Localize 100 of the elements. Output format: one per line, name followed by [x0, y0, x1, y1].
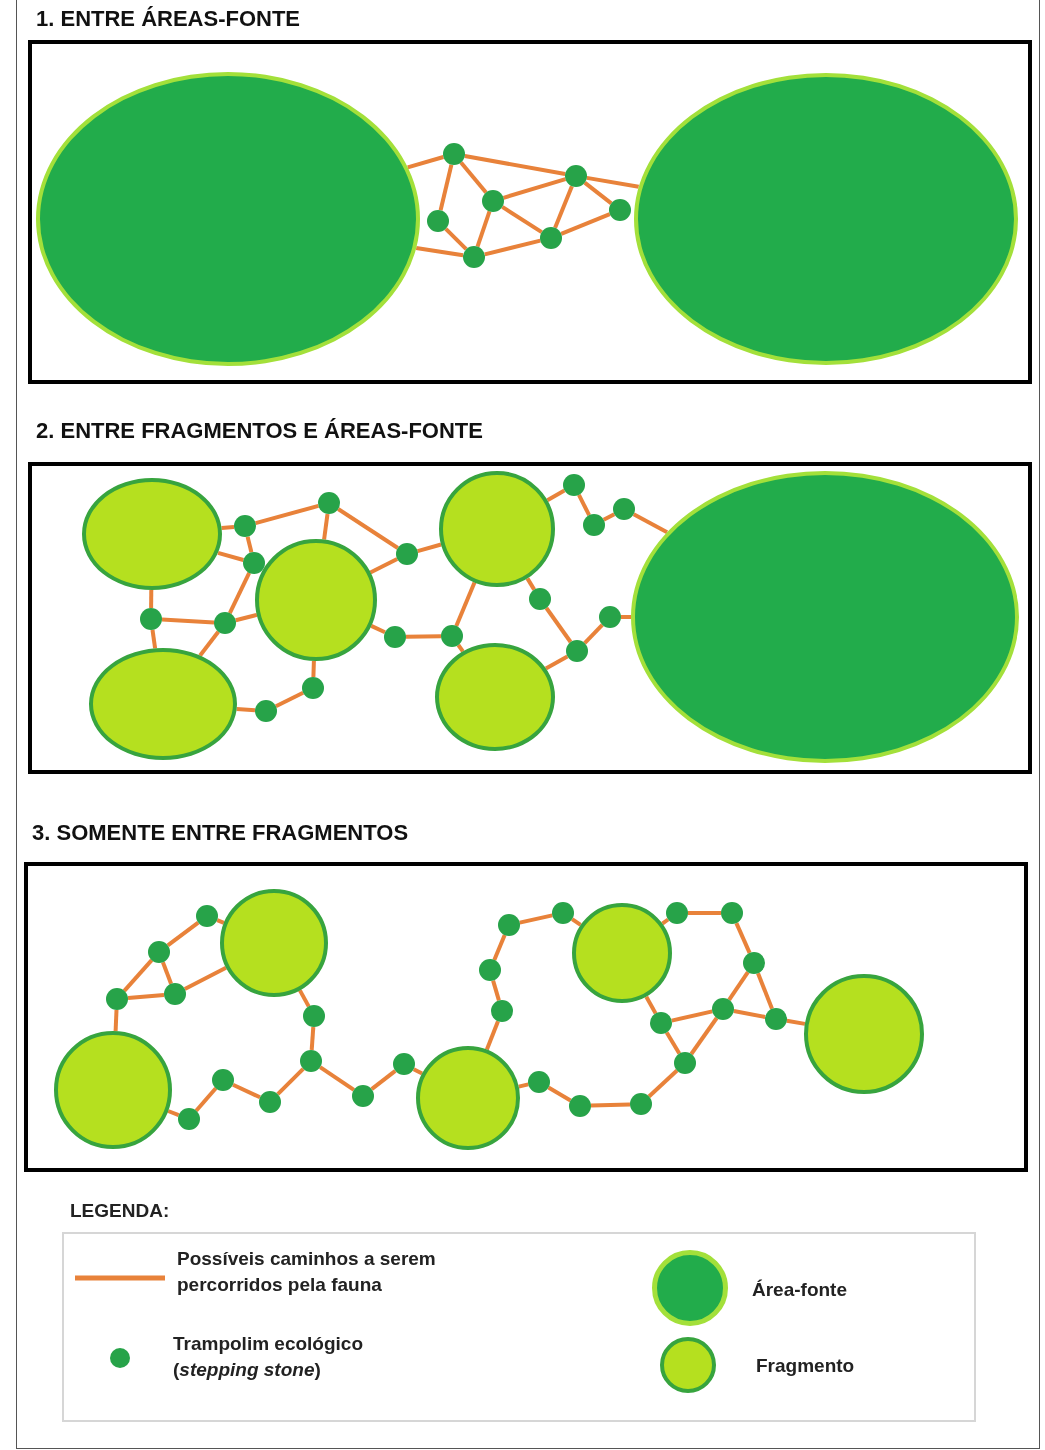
path-line: [183, 965, 227, 991]
stepping-stone-dot: [529, 588, 551, 610]
stepping-stone-dot: [196, 905, 218, 927]
panel-heading: 3. SOMENTE ENTRE FRAGMENTOS: [32, 820, 409, 846]
stepping-stone-dot: [666, 902, 688, 924]
stepping-stone-dot: [613, 498, 635, 520]
path-line: [602, 512, 616, 522]
path-line: [571, 917, 582, 927]
path-line: [553, 185, 574, 229]
path-line: [113, 1009, 119, 1032]
path-line: [688, 911, 721, 915]
path-line: [560, 212, 611, 236]
stepping-stone-dot: [393, 1053, 415, 1075]
stepping-stone-dot: [563, 474, 585, 496]
stepping-stone-dot: [491, 1000, 513, 1022]
stepping-stone-dot: [396, 543, 418, 565]
stepping-stone-dot: [721, 902, 743, 924]
path-line: [198, 630, 220, 657]
stepping-stone-dot: [178, 1108, 200, 1130]
stepping-stone-dot: [352, 1085, 374, 1107]
stepping-stone-dot: [743, 952, 765, 974]
path-line: [444, 227, 468, 251]
panel-heading: 1. ENTRE ÁREAS-FONTE: [36, 6, 301, 32]
path-line: [491, 980, 501, 1001]
path-line: [577, 493, 591, 517]
path-line: [161, 961, 173, 985]
stepping-stone-dot: [528, 1071, 550, 1093]
path-line: [370, 624, 386, 635]
stepping-stone-dot: [609, 199, 631, 221]
path-line: [298, 989, 311, 1008]
path-line: [275, 691, 304, 708]
stepping-stone-dot: [140, 608, 162, 630]
stepping-stone-dot: [443, 143, 465, 165]
path-line: [544, 654, 569, 671]
path-line: [647, 1069, 679, 1098]
stepping-stone-dot: [463, 246, 485, 268]
stepping-stone-dot: [479, 959, 501, 981]
stepping-stone-dot: [106, 988, 128, 1010]
path-line: [149, 589, 154, 609]
path-line: [322, 513, 330, 540]
path-line: [161, 617, 215, 625]
stepping-stone-dot: [674, 1052, 696, 1074]
stepping-stone-dot: [765, 1008, 787, 1030]
stepping-stone-dot: [384, 626, 406, 648]
path-line: [583, 181, 613, 205]
path-line: [318, 1065, 356, 1092]
stepping-stone-dot: [259, 1091, 281, 1113]
path-line: [621, 615, 631, 619]
path-line: [438, 164, 454, 211]
path-line: [464, 154, 566, 176]
legend-label: Trampolim ecológico (stepping stone): [173, 1332, 365, 1382]
stepping-stone-dot: [599, 606, 621, 628]
path-line: [492, 934, 507, 961]
path-line: [337, 507, 399, 550]
stepping-stone-dot: [212, 1069, 234, 1091]
path-line: [501, 205, 543, 234]
stepping-stone-dot: [318, 492, 340, 514]
path-line: [369, 557, 399, 575]
legend-title: LEGENDA:: [70, 1199, 170, 1223]
stepping-stone-dot: [214, 612, 236, 634]
path-line: [734, 922, 752, 954]
path-line: [167, 1109, 180, 1117]
stepping-stone-dot: [303, 1005, 325, 1027]
path-line: [255, 503, 319, 526]
path-line: [221, 524, 235, 530]
path-line: [150, 629, 158, 649]
path-line: [727, 970, 750, 1002]
path-line: [122, 958, 154, 993]
path-line: [166, 921, 200, 947]
panel-heading: 2. ENTRE FRAGMENTOS E ÁREAS-FONTE: [36, 418, 483, 444]
stepping-stone-dot: [243, 552, 265, 574]
stepping-stone-dot: [552, 902, 574, 924]
path-line: [544, 606, 573, 644]
stepping-stone-dot: [650, 1012, 672, 1034]
path-line: [276, 1067, 305, 1096]
path-line: [689, 1016, 719, 1056]
path-line: [194, 1087, 218, 1112]
path-line: [756, 972, 774, 1010]
path-line: [546, 488, 566, 502]
path-line: [671, 1009, 713, 1023]
stepping-stone-dot: [566, 640, 588, 662]
path-line: [484, 238, 541, 257]
path-line: [590, 1102, 631, 1108]
legend-label: Área-fonte: [752, 1278, 848, 1302]
path-line: [475, 210, 492, 248]
path-line: [309, 1026, 316, 1051]
stepping-stone-dot: [255, 700, 277, 722]
stepping-stone-dot: [234, 515, 256, 537]
path-line: [518, 1082, 529, 1089]
stepping-stone-dot: [302, 677, 324, 699]
stepping-stone-dot: [441, 625, 463, 647]
path-line: [370, 1069, 397, 1091]
path-line: [311, 660, 316, 678]
stepping-stone-dot: [482, 190, 504, 212]
path-line: [236, 707, 256, 713]
stepping-stone-dot: [498, 914, 520, 936]
stepping-stone-dot: [583, 514, 605, 536]
path-line: [232, 1082, 261, 1100]
path-line: [632, 512, 669, 534]
path-line: [127, 992, 165, 1001]
